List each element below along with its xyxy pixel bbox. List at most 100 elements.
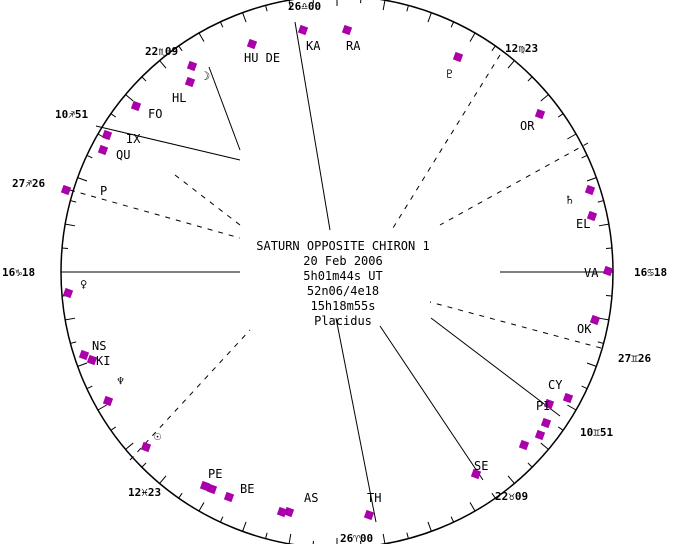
body-hu: HU DE: [244, 51, 280, 65]
body-pe: PE: [208, 467, 222, 481]
degree-tick: [62, 247, 69, 249]
degree-tick: [288, 0, 292, 11]
degree-tick: [65, 317, 76, 321]
cusp-label-1b: 27♐26: [12, 177, 45, 190]
body-ki: KI: [96, 354, 110, 368]
cusp-label-dsc: 16♋18: [634, 266, 667, 279]
body-p: P: [100, 184, 107, 198]
degree-tick: [288, 533, 292, 544]
planet-marker: [540, 417, 552, 429]
degree-tick: [605, 295, 612, 297]
planet-marker: [276, 506, 288, 518]
cusp-dash-2: [439, 142, 589, 226]
cusp-label-8: 10♊51: [580, 426, 613, 439]
degree-tick: [527, 462, 533, 468]
degree-tick: [598, 223, 609, 227]
degree-tick: [125, 442, 134, 450]
body-fo: FO: [148, 107, 162, 121]
degree-tick: [406, 5, 409, 12]
planet-marker: [470, 468, 482, 480]
planet-marker: [246, 38, 258, 50]
degree-tick: [567, 404, 577, 411]
body-th: TH: [367, 491, 381, 505]
degree-tick: [427, 12, 432, 23]
cusp-line-5: [430, 317, 561, 417]
degree-tick: [507, 60, 515, 69]
degree-tick: [586, 362, 597, 367]
degree-tick: [141, 462, 147, 468]
planet-marker: [223, 491, 235, 503]
degree-tick: [77, 177, 88, 182]
degree-tick: [450, 516, 455, 523]
degree-tick: [406, 532, 409, 539]
body-el: EL: [576, 217, 590, 231]
planet-marker: [130, 100, 142, 112]
planet-marker: [206, 483, 218, 495]
body-va: VA: [584, 266, 599, 280]
degree-tick: [178, 492, 183, 499]
body-cy: CY: [548, 378, 563, 392]
house-cusp-lines: [63, 21, 611, 523]
cusp-dash-6: [174, 174, 241, 226]
planet-marker: [97, 144, 109, 156]
planet-marker: [140, 441, 152, 453]
degree-tick: [159, 475, 167, 484]
cusp-line-12: [208, 66, 241, 151]
mc-axis-top: [294, 21, 331, 231]
body-be: BE: [240, 482, 254, 496]
cusp-label-asc: 16♑18: [2, 266, 35, 279]
chart-time: 5h01m44s UT: [303, 269, 382, 283]
degree-tick: [242, 12, 247, 23]
planet-marker: [297, 24, 309, 36]
planet-marker: [86, 354, 98, 366]
body-venus: ♀: [80, 277, 87, 291]
cusp-dash-1: [392, 54, 501, 229]
chart-location: 52n06/4e18: [307, 284, 379, 298]
degree-tick: [382, 0, 386, 11]
degree-tick: [265, 5, 268, 12]
planet-marker: [101, 129, 113, 141]
degree-tick: [265, 532, 268, 539]
planet-marker: [363, 509, 375, 521]
body-hl: HL: [172, 91, 186, 105]
cusp-dash-3: [429, 301, 602, 349]
planet-marker: [78, 349, 90, 361]
degree-tick: [86, 385, 93, 390]
planet-marker: [341, 24, 353, 36]
degree-tick: [557, 426, 564, 431]
cusp-line-6: [379, 325, 484, 481]
body-ra: RA: [346, 39, 361, 53]
body-pluto: ♇: [446, 67, 453, 81]
degree-tick: [219, 21, 224, 28]
body-as: AS: [304, 491, 318, 505]
degree-tick: [125, 94, 134, 102]
body-ix: IX: [126, 132, 141, 146]
planet-marker: [452, 51, 464, 63]
degree-tick: [77, 362, 88, 367]
body-neptune: ♆: [117, 374, 124, 388]
chart-info-block: SATURN OPPOSITE CHIRON 1 20 Feb 2006 5h0…: [256, 239, 429, 328]
planet-marker: [518, 439, 530, 451]
body-ka: KA: [306, 39, 321, 53]
cusp-label-12b: 10♐51: [55, 108, 88, 121]
chart-house-system: Placidus: [314, 314, 372, 328]
cusp-label-5: 12♓23: [128, 486, 161, 499]
planet-marker: [102, 395, 114, 407]
cusp-label-9: 22♉09: [495, 490, 528, 503]
cusp-label-12a: 22♏09: [145, 45, 178, 58]
degree-tick: [491, 492, 496, 499]
degree-tick: [586, 177, 597, 182]
degree-tick: [540, 442, 549, 450]
degree-tick: [469, 32, 476, 42]
degree-tick: [159, 60, 167, 69]
degree-tick: [597, 341, 604, 344]
planet-marker: [62, 287, 74, 299]
chart-title: SATURN OPPOSITE CHIRON 1: [256, 239, 429, 253]
cusp-dash-4: [69, 189, 241, 239]
body-se: SE: [474, 459, 488, 473]
degree-tick: [491, 45, 496, 52]
degree-tick: [110, 426, 117, 431]
cusp-label-ic: 26♈00: [340, 532, 373, 544]
